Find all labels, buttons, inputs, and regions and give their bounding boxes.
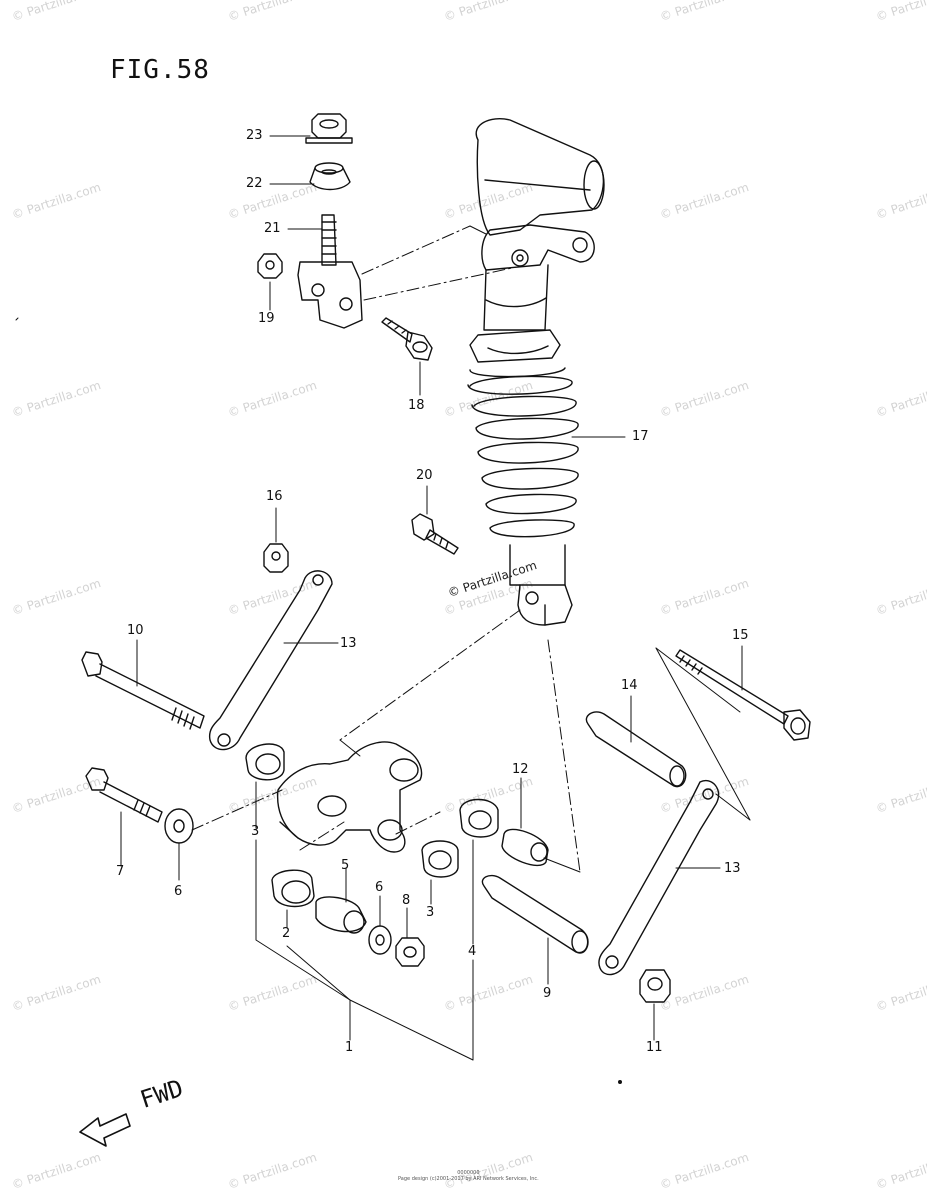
shock-absorber[interactable] <box>467 118 605 626</box>
spacer-14[interactable] <box>585 711 687 788</box>
callout-13-left[interactable]: 13 <box>340 636 357 651</box>
spacer-9[interactable] <box>481 874 589 954</box>
nut-23[interactable] <box>305 113 353 144</box>
forward-arrow-icon <box>79 1113 131 1147</box>
callout-4[interactable]: 4 <box>468 944 477 959</box>
callout-1[interactable]: 1 <box>345 1040 354 1055</box>
callout-13-right[interactable]: 13 <box>724 861 741 876</box>
footer-code: 0000000 <box>457 1170 480 1176</box>
callout-9[interactable]: 9 <box>543 986 552 1001</box>
bushing-22[interactable] <box>309 162 351 191</box>
callout-23[interactable]: 23 <box>246 128 263 143</box>
nut-8[interactable] <box>395 937 425 967</box>
callout-16[interactable]: 16 <box>266 489 283 504</box>
bolt-7[interactable] <box>85 767 163 823</box>
bolt-20[interactable] <box>411 513 459 555</box>
long-bolt-10[interactable] <box>81 651 205 730</box>
callout-2[interactable]: 2 <box>282 926 291 941</box>
bushing-3-lower[interactable] <box>421 840 459 878</box>
link-rod-13-right[interactable] <box>598 779 720 976</box>
callout-14[interactable]: 14 <box>621 678 638 693</box>
callout-21[interactable]: 21 <box>264 221 281 236</box>
bolt-15[interactable] <box>675 649 811 741</box>
callout-20[interactable]: 20 <box>416 468 433 483</box>
callout-22[interactable]: 22 <box>246 176 263 191</box>
washer-6-left[interactable] <box>164 808 194 844</box>
washer-6-center[interactable] <box>368 925 392 955</box>
page-footer: 0000000 Page design (c)2001-2017 by ARI … <box>398 1170 539 1182</box>
callout-10[interactable]: 10 <box>127 623 144 638</box>
nut-16[interactable] <box>263 543 289 573</box>
figure-title: FIG.58 <box>110 55 210 85</box>
callout-3-upper[interactable]: 3 <box>251 824 260 839</box>
callout-18[interactable]: 18 <box>408 398 425 413</box>
bushing-4[interactable] <box>459 798 499 838</box>
callout-3-lower[interactable]: 3 <box>426 905 435 920</box>
spacer-5[interactable] <box>315 896 367 934</box>
callout-11[interactable]: 11 <box>646 1040 663 1055</box>
callout-6-center[interactable]: 6 <box>375 880 384 895</box>
footer-copyright: Page design (c)2001-2017 by ARI Network … <box>398 1176 539 1182</box>
cushion-lever-1[interactable] <box>276 741 423 853</box>
bushing-3-upper[interactable] <box>245 743 285 781</box>
nut-19[interactable] <box>257 253 283 279</box>
spacer-12[interactable] <box>501 828 549 867</box>
bracket-bolt-21[interactable] <box>297 214 363 329</box>
bearing-2[interactable] <box>271 869 315 908</box>
callout-12[interactable]: 12 <box>512 762 529 777</box>
callout-8[interactable]: 8 <box>402 893 411 908</box>
callout-17[interactable]: 17 <box>632 429 649 444</box>
leader-lines <box>15 135 751 1084</box>
callout-7[interactable]: 7 <box>116 864 125 879</box>
callout-6-left[interactable]: 6 <box>174 884 183 899</box>
callout-19[interactable]: 19 <box>258 311 275 326</box>
callout-5[interactable]: 5 <box>341 858 350 873</box>
bolt-18[interactable] <box>381 317 433 361</box>
link-rod-13-left[interactable] <box>208 570 333 751</box>
callout-15[interactable]: 15 <box>732 628 749 643</box>
nut-11[interactable] <box>639 969 671 1003</box>
